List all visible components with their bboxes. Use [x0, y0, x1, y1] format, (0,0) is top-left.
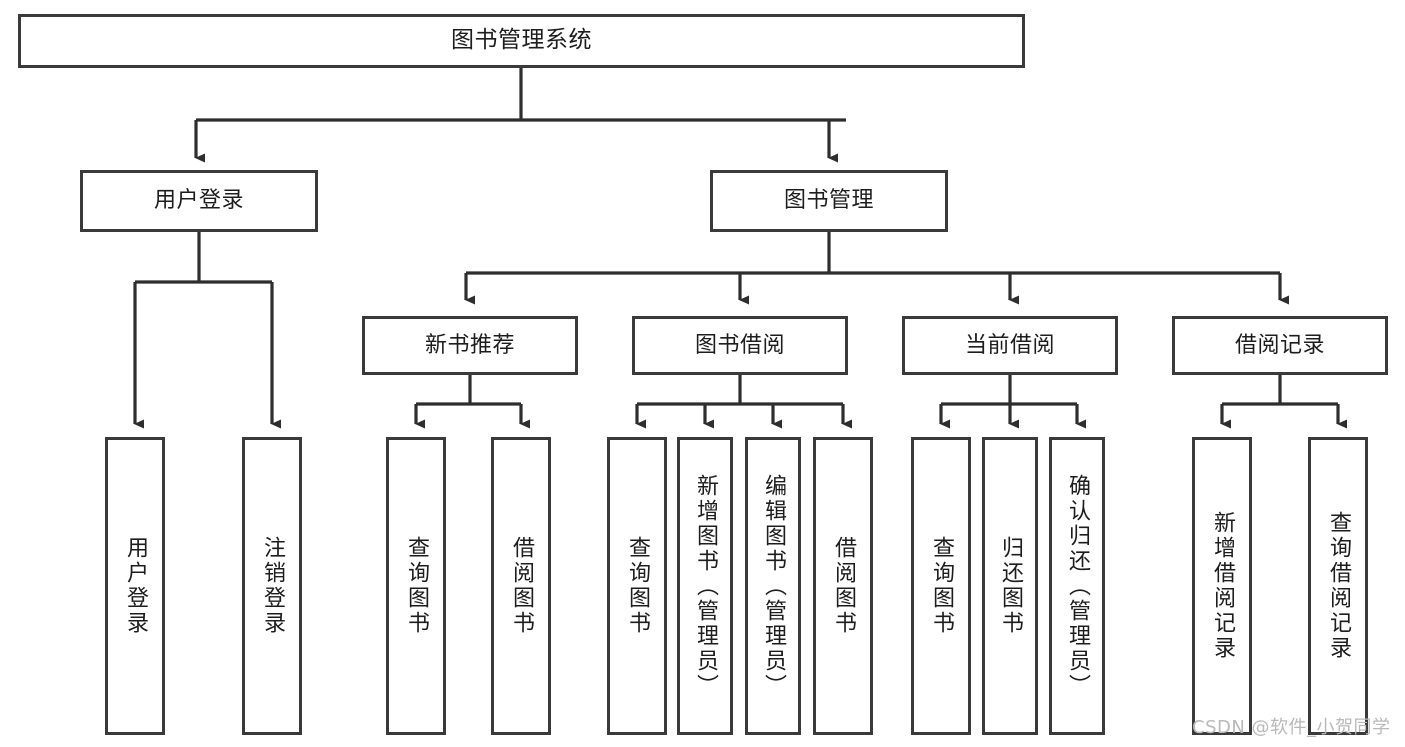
- watermark-text: CSDN @软件_小贺同学: [1192, 717, 1391, 738]
- node-book-management[interactable]: 图书管理: [710, 170, 948, 232]
- node-root-system[interactable]: 图书管理系统: [18, 14, 1025, 68]
- leaf-edit-book-admin[interactable]: 编辑图书（管理员）: [745, 437, 801, 735]
- node-label: 查询图书: [404, 536, 429, 636]
- leaf-confirm-return-admin[interactable]: 确认归还（管理员）: [1049, 437, 1105, 735]
- node-label: 查询图书: [625, 536, 650, 636]
- leaf-query-book-current[interactable]: 查询图书: [911, 437, 971, 735]
- leaf-borrow-book[interactable]: 借阅图书: [813, 437, 873, 735]
- node-label: 图书管理: [783, 188, 874, 214]
- node-label: 图书管理系统: [451, 27, 592, 54]
- node-label: 确认归还（管理员）: [1065, 473, 1090, 699]
- node-label: 归还图书: [998, 536, 1023, 636]
- node-user-login[interactable]: 用户登录: [80, 170, 318, 232]
- node-label: 借阅图书: [509, 536, 534, 636]
- leaf-borrow-book-recommend[interactable]: 借阅图书: [491, 437, 551, 735]
- node-label: 用户登录: [153, 188, 244, 214]
- node-label: 图书借阅: [694, 332, 785, 358]
- leaf-user-login[interactable]: 用户登录: [105, 437, 165, 735]
- node-label: 新书推荐: [424, 332, 515, 358]
- node-label: 编辑图书（管理员）: [761, 473, 786, 699]
- node-label: 新增图书（管理员）: [693, 473, 718, 699]
- node-book-borrow[interactable]: 图书借阅: [632, 316, 848, 375]
- node-label: 查询图书: [929, 536, 954, 636]
- node-label: 注销登录: [260, 536, 285, 636]
- leaf-query-book-borrow[interactable]: 查询图书: [607, 437, 667, 735]
- leaf-add-borrow-record[interactable]: 新增借阅记录: [1192, 437, 1252, 735]
- node-label: 借阅记录: [1234, 332, 1325, 358]
- node-label: 借阅图书: [831, 536, 856, 636]
- leaf-return-book[interactable]: 归还图书: [982, 437, 1038, 735]
- node-label: 用户登录: [123, 536, 148, 636]
- node-new-book-recommend[interactable]: 新书推荐: [362, 316, 578, 375]
- node-label: 当前借阅: [964, 332, 1055, 358]
- leaf-query-borrow-record[interactable]: 查询借阅记录: [1308, 437, 1368, 735]
- node-label: 查询借阅记录: [1326, 511, 1351, 661]
- node-label: 新增借阅记录: [1210, 511, 1235, 661]
- leaf-query-book-recommend[interactable]: 查询图书: [386, 437, 446, 735]
- leaf-add-book-admin[interactable]: 新增图书（管理员）: [677, 437, 733, 735]
- node-borrow-records[interactable]: 借阅记录: [1172, 316, 1388, 375]
- node-current-borrow[interactable]: 当前借阅: [902, 316, 1118, 375]
- leaf-logout[interactable]: 注销登录: [242, 437, 302, 735]
